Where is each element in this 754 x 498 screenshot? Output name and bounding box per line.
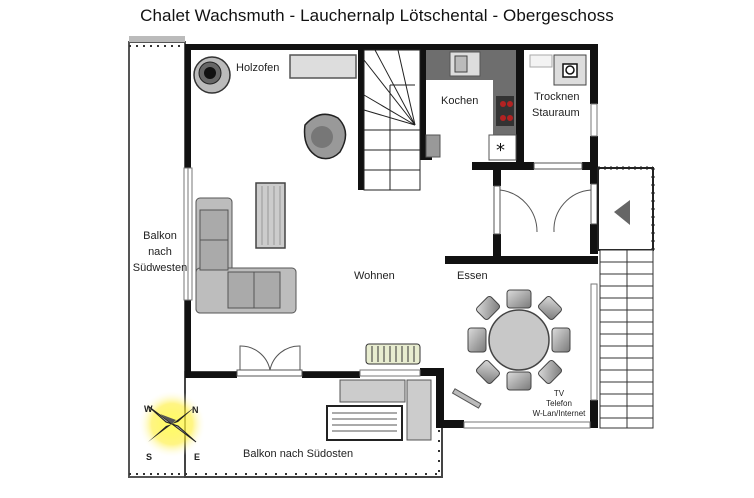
staircase-external	[599, 249, 654, 429]
window-southwest	[183, 167, 193, 301]
corner-sofa-icon	[195, 197, 297, 314]
dryer-room	[524, 50, 598, 162]
label-balkon-sw-3: Südwesten	[132, 262, 188, 274]
label-balkon-so: Balkon nach Südosten	[243, 448, 354, 460]
wood-stove-icon	[193, 56, 231, 94]
label-holzofen: Holzofen	[236, 62, 280, 74]
armchair-icon	[303, 113, 347, 160]
radiator-icon	[365, 343, 421, 365]
entry-landing	[597, 166, 655, 251]
outdoor-furniture	[326, 379, 482, 441]
balcony-door	[236, 345, 303, 377]
staircase-main	[363, 49, 421, 191]
compass-e: E	[194, 452, 200, 462]
sideboard	[289, 54, 357, 79]
compass-w: W	[144, 404, 153, 414]
label-essen: Essen	[457, 270, 488, 282]
label-stauraum: Stauraum	[532, 107, 580, 119]
label-tv: TV	[553, 389, 565, 398]
coffee-table	[255, 182, 286, 249]
corridor-doors	[493, 162, 598, 235]
label-telefon: Telefon	[546, 399, 572, 408]
label-kochen: Kochen	[441, 95, 479, 107]
window-south	[463, 421, 591, 429]
walls	[185, 44, 598, 428]
freezer-asterisk-icon: *	[496, 140, 505, 161]
window-east	[590, 283, 598, 401]
label-wlan: W-Lan/Internet	[532, 409, 586, 418]
compass-n: N	[192, 405, 199, 415]
label-trocknen: Trocknen	[534, 91, 580, 103]
kitchen: *	[425, 50, 517, 161]
plan-title: Chalet Wachsmuth - Lauchernalp Lötschent…	[140, 6, 614, 25]
label-balkon-sw-1: Balkon	[143, 230, 177, 242]
entry-arrow-icon	[614, 200, 630, 225]
dining-table-icon	[467, 289, 571, 391]
compass-s: S	[146, 452, 152, 462]
label-wohnen: Wohnen	[354, 270, 395, 282]
compass-rose-icon: W N S E	[138, 390, 206, 462]
label-balkon-sw-2: nach	[148, 246, 172, 258]
